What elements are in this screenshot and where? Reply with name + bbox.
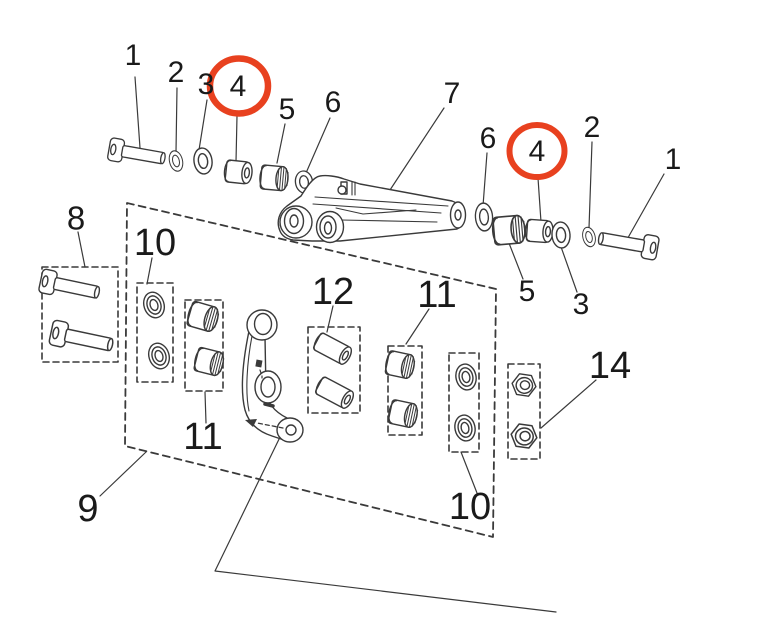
callout-9: 9 bbox=[77, 488, 99, 530]
callout-2-top-right: 2 bbox=[583, 111, 601, 144]
part-washer-3-right bbox=[550, 220, 572, 250]
box-10-right-outline bbox=[448, 352, 480, 453]
callout-10-right: 10 bbox=[448, 486, 492, 528]
part-bolt-8a bbox=[37, 267, 103, 306]
leader-lines bbox=[77, 76, 665, 497]
box-11-right-outline bbox=[387, 345, 423, 436]
callout-2-top-left: 2 bbox=[167, 56, 185, 89]
callout-4-top-left: 4 bbox=[229, 70, 247, 103]
callout-6-top-left: 6 bbox=[324, 86, 342, 119]
callout-1-top-left: 1 bbox=[124, 39, 142, 72]
callout-5-top-right: 5 bbox=[518, 275, 536, 308]
part-bearing-11r-b bbox=[386, 398, 420, 430]
part-washer-6-right bbox=[473, 201, 495, 233]
part-bearing-11r-a bbox=[383, 349, 417, 381]
bottom-leader-line bbox=[214, 432, 557, 613]
part-bearing-11l-a bbox=[184, 299, 222, 334]
part-bearing-11l-b bbox=[191, 346, 227, 378]
box-10-left-outline bbox=[136, 282, 174, 383]
callout-1-top-right: 1 bbox=[664, 143, 682, 176]
part-bearing-5-left bbox=[258, 164, 290, 192]
part-seal-10r-b bbox=[451, 412, 479, 444]
callout-11-right: 11 bbox=[417, 274, 457, 316]
highlight-circle-right bbox=[506, 122, 568, 180]
part-washer-2-right bbox=[580, 225, 598, 249]
part-seal-10l-a bbox=[139, 288, 169, 322]
callout-7: 7 bbox=[443, 77, 461, 110]
callout-8: 8 bbox=[66, 199, 86, 237]
part-pin-12b bbox=[313, 374, 357, 411]
part-pin-12a bbox=[311, 330, 355, 367]
box-11-left-outline bbox=[184, 299, 224, 392]
part-bolt-top-right bbox=[595, 225, 661, 262]
callout-4-top-right: 4 bbox=[528, 135, 546, 168]
callout-6-top-right: 6 bbox=[479, 122, 497, 155]
kit-box-outline bbox=[124, 202, 497, 538]
artwork-root bbox=[37, 55, 665, 613]
part-bearing-5-right bbox=[490, 214, 527, 247]
callout-3-top-right: 3 bbox=[572, 288, 590, 321]
callout-10-left: 10 bbox=[133, 222, 177, 264]
part-spacer-4-right bbox=[524, 218, 555, 244]
part-linkage-arm bbox=[277, 174, 467, 244]
callout-3-top-left: 3 bbox=[197, 68, 215, 101]
part-bolt-8b bbox=[47, 318, 116, 359]
part-seal-10l-b bbox=[144, 339, 174, 373]
box-8-outline bbox=[41, 266, 119, 363]
part-bolt-top-left bbox=[106, 136, 168, 171]
part-nut-14a bbox=[509, 372, 539, 398]
callout-11-left: 11 bbox=[183, 416, 223, 458]
highlight-circle-left bbox=[206, 55, 272, 117]
callout-5-top-left: 5 bbox=[278, 93, 296, 126]
box-12-outline bbox=[307, 326, 361, 414]
part-rocker-link bbox=[241, 309, 304, 443]
part-washer-3-left bbox=[191, 146, 215, 176]
part-spacer-4-left bbox=[222, 158, 254, 186]
box-14-outline bbox=[507, 363, 541, 460]
part-seal-10r-a bbox=[452, 361, 480, 393]
callout-14: 14 bbox=[588, 345, 632, 387]
part-washer-2-left bbox=[166, 148, 186, 174]
part-nut-14b bbox=[508, 422, 540, 450]
callout-12: 12 bbox=[311, 271, 355, 313]
